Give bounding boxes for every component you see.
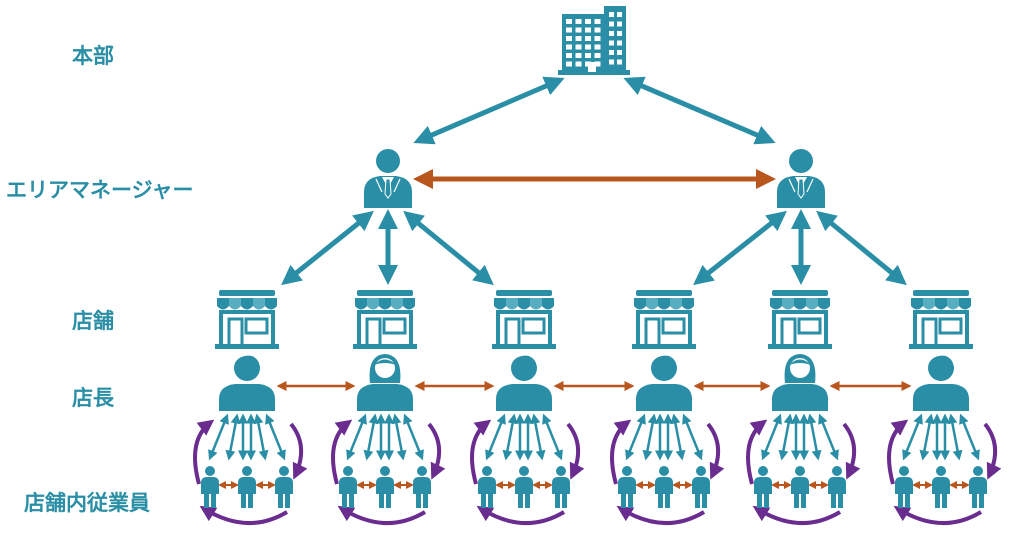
staff-person-icon bbox=[754, 466, 772, 508]
manager-staff-link bbox=[919, 413, 935, 461]
manager-staff-link bbox=[363, 413, 379, 461]
feedback-cycle-arrow bbox=[887, 419, 909, 485]
feedback-cycle-arrow bbox=[476, 505, 566, 525]
manager-staff-link bbox=[485, 413, 506, 461]
storefront-icon bbox=[353, 290, 417, 349]
feedback-cycle-arrow bbox=[289, 422, 308, 480]
feedback-cycle-arrow bbox=[893, 505, 983, 525]
storefront-icon bbox=[632, 290, 696, 349]
feedback-cycle-arrow bbox=[193, 419, 215, 485]
manager-staff-link bbox=[818, 413, 839, 461]
manager-staff-link bbox=[806, 413, 822, 461]
storefront-icon bbox=[492, 290, 556, 349]
storefront-icon bbox=[768, 290, 832, 349]
feedback-cycle-arrow bbox=[199, 505, 289, 525]
feedback-cycle-arrow bbox=[752, 505, 842, 525]
manager-staff-link bbox=[530, 413, 546, 461]
manager-staff-link bbox=[346, 413, 367, 461]
feedback-cycle-arrow bbox=[337, 505, 427, 525]
staff-person-icon bbox=[828, 466, 846, 508]
person-icon-male bbox=[913, 354, 969, 411]
manager-staff-link bbox=[959, 413, 980, 461]
feedback-cycle-arrow bbox=[706, 422, 725, 480]
feedback-cycle-arrow bbox=[427, 422, 446, 480]
level-label-headquarters: 本部 bbox=[72, 44, 114, 68]
person-icon-female bbox=[357, 354, 413, 411]
hq-am-link bbox=[413, 76, 565, 145]
person-icon-female bbox=[772, 354, 828, 411]
manager-staff-link bbox=[253, 413, 269, 461]
feedback-cycle-arrow bbox=[566, 422, 585, 480]
am-store-link bbox=[281, 210, 374, 286]
feedback-cycle-arrow bbox=[616, 505, 706, 525]
staff-person-icon bbox=[552, 466, 570, 508]
manager-staff-link bbox=[542, 413, 563, 461]
am-store-link bbox=[693, 210, 787, 286]
person-icon-male bbox=[496, 354, 552, 411]
manager-staff-link bbox=[625, 413, 646, 461]
level-label-store: 店舗 bbox=[72, 309, 114, 333]
businessman-icon bbox=[364, 149, 412, 208]
staff-person-icon bbox=[339, 466, 357, 508]
manager-staff-link bbox=[642, 413, 658, 461]
manager-staff-link bbox=[225, 413, 241, 461]
staff-person-icon bbox=[692, 466, 710, 508]
storefront-icon bbox=[909, 290, 973, 349]
staff-person-icon bbox=[895, 466, 913, 508]
businessman-icon bbox=[777, 149, 825, 208]
staff-person-icon bbox=[478, 466, 496, 508]
feedback-cycle-arrow bbox=[842, 422, 861, 480]
feedback-cycle-arrow bbox=[470, 419, 492, 485]
staff-person-icon bbox=[618, 466, 636, 508]
person-icon-male bbox=[219, 354, 275, 411]
am-store-link bbox=[816, 210, 907, 286]
staff-person-icon bbox=[791, 466, 809, 508]
staff-person-icon bbox=[655, 466, 673, 508]
manager-staff-link bbox=[761, 413, 782, 461]
manager-staff-link bbox=[403, 413, 424, 461]
manager-staff-link bbox=[502, 413, 518, 461]
manager-staff-link bbox=[947, 413, 963, 461]
office-building-icon bbox=[558, 6, 630, 75]
staff-person-icon bbox=[515, 466, 533, 508]
staff-person-icon bbox=[238, 466, 256, 508]
manager-staff-link bbox=[670, 413, 686, 461]
level-label-store-staff: 店舗内従業員 bbox=[24, 491, 150, 515]
storefront-icon bbox=[215, 290, 279, 349]
staff-person-icon bbox=[376, 466, 394, 508]
manager-staff-link bbox=[265, 413, 286, 461]
person-icon-male bbox=[636, 354, 692, 411]
staff-person-icon bbox=[969, 466, 987, 508]
feedback-cycle-arrow bbox=[746, 419, 768, 485]
manager-staff-link bbox=[778, 413, 794, 461]
staff-person-icon bbox=[413, 466, 431, 508]
level-label-store-manager: 店長 bbox=[72, 386, 114, 410]
manager-staff-link bbox=[391, 413, 407, 461]
staff-person-icon bbox=[932, 466, 950, 508]
staff-person-icon bbox=[275, 466, 293, 508]
hq-am-link bbox=[623, 76, 776, 145]
manager-staff-link bbox=[902, 413, 923, 461]
feedback-cycle-arrow bbox=[983, 422, 1002, 480]
am-store-link bbox=[403, 210, 494, 286]
level-label-area-manager: エリアマネージャー bbox=[6, 178, 194, 202]
feedback-cycle-arrow bbox=[610, 419, 632, 485]
feedback-cycle-arrow bbox=[331, 419, 353, 485]
manager-staff-link bbox=[208, 413, 229, 461]
staff-person-icon bbox=[201, 466, 219, 508]
manager-staff-link bbox=[682, 413, 703, 461]
